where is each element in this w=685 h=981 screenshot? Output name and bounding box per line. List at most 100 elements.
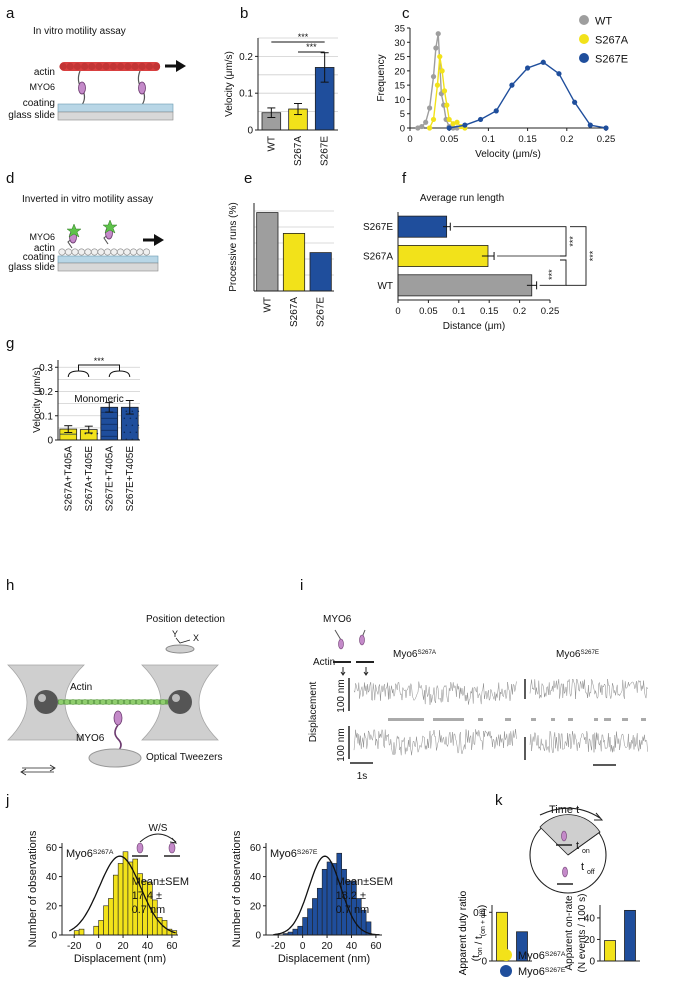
- myo6-head: [136, 842, 144, 854]
- actin-subunit: [58, 699, 64, 705]
- histogram-bar: [326, 861, 333, 936]
- tick-label-x: -20: [271, 941, 286, 952]
- legend-label-S267A: S267A: [595, 35, 629, 47]
- bead-right: [168, 690, 192, 714]
- tick-label-y: 60: [250, 843, 262, 854]
- axes-icon: [175, 637, 191, 644]
- actin-subunit: [76, 699, 82, 705]
- data-point-S267E: [587, 122, 593, 128]
- actin-subunit: [88, 62, 96, 71]
- trace-label-s267e: Myo6S267E: [556, 649, 599, 661]
- actin-subunit: [153, 62, 161, 71]
- tick-label-y: 0.1: [239, 89, 253, 100]
- actin-subunit: [136, 699, 142, 705]
- label-y-axis: Y: [172, 629, 178, 639]
- star-icon: [66, 223, 82, 238]
- tick-label-y: 15: [394, 81, 405, 92]
- coating-layer: [57, 255, 159, 264]
- tick-label-x: 0.2: [513, 306, 526, 317]
- histogram-bar: [312, 898, 318, 936]
- gaussian-fit-line: [273, 855, 380, 936]
- histogram-bar: [297, 925, 303, 936]
- data-point-S267E: [493, 108, 499, 114]
- annotation-mean-sem: Mean±SEM: [132, 876, 189, 888]
- tick-label-category: S267E+T405E: [125, 446, 136, 512]
- panel-letter-f: f: [402, 170, 407, 187]
- tick-label-category: S267A: [293, 136, 304, 166]
- tick-label-category: S267E: [320, 136, 331, 166]
- tick-label-category: WT: [262, 297, 273, 313]
- tick-label-category: S267E: [363, 222, 393, 233]
- tick-label-x: 0: [395, 306, 400, 317]
- motion-arrow: [22, 767, 54, 773]
- actin-subunit: [154, 699, 160, 705]
- histogram-bar: [117, 863, 124, 936]
- panel-letter-g: g: [6, 335, 14, 352]
- tick-label-y: 5: [400, 109, 405, 120]
- tick-label-x: -20: [67, 941, 82, 952]
- label-time: Time t: [549, 804, 579, 816]
- tick-label-category: S267A: [289, 297, 300, 327]
- actin-subunit: [100, 699, 106, 705]
- tick-label-x: 0.2: [560, 134, 573, 145]
- myo6-head: [338, 638, 344, 650]
- panel-letter-d: d: [6, 170, 14, 187]
- actin-subunit: [88, 699, 94, 705]
- bar-WT: [397, 274, 533, 297]
- tick-label-category: WT: [266, 136, 277, 152]
- bead-left: [34, 690, 58, 714]
- tick-label-x: 40: [346, 941, 358, 952]
- significance-bracket: [566, 226, 587, 286]
- tick-label-x: 0: [407, 134, 412, 145]
- actin-subunit: [124, 62, 132, 71]
- bar-dot: [96, 432, 99, 435]
- data-point-S267A: [427, 125, 433, 131]
- histogram-bar: [108, 898, 114, 936]
- actin-subunit: [145, 62, 153, 71]
- tick-label-x: 0: [96, 941, 102, 952]
- bar-dot: [137, 410, 140, 413]
- scale-label: 100 nm: [336, 728, 347, 761]
- tick-label-x: 0.15: [518, 134, 537, 145]
- histogram-bar: [316, 887, 323, 936]
- axis-title-y: Velocity (μm/s): [224, 51, 235, 117]
- tick-label-category: S267A+T405A: [63, 446, 74, 512]
- bar-S267E: [397, 215, 448, 238]
- histogram-bar: [78, 928, 85, 936]
- label-position-detection: Position detection: [146, 614, 225, 625]
- label-myo6: MYO6: [29, 232, 55, 242]
- bar-S267A: [604, 940, 616, 962]
- axis-title-y-units: (N events / 100 s): [577, 894, 588, 973]
- actin-subunit: [84, 248, 92, 256]
- tick-label-y: 40: [250, 872, 262, 883]
- actin-subunit: [112, 699, 118, 705]
- tick-label-x: 60: [166, 941, 178, 952]
- tick-label-y: 40: [46, 872, 58, 883]
- actin-subunit: [117, 248, 125, 256]
- panel-letter-b: b: [240, 5, 248, 22]
- legend-label-S267E: Myo6S267E: [518, 966, 566, 978]
- scale-label: 100 nm: [336, 679, 347, 712]
- axis-title-y: Apparent on-rate: [564, 895, 575, 970]
- myo6-head: [359, 634, 365, 646]
- significance-label: ***: [568, 236, 578, 247]
- bar-dot: [123, 417, 126, 420]
- data-point-S267A: [437, 53, 443, 60]
- chart-title: Myo6S267E: [270, 848, 318, 860]
- actin-subunit: [73, 62, 81, 71]
- chart-title: Average run length: [420, 193, 504, 204]
- tick-label-x: 60: [370, 941, 382, 952]
- axis-title-y: Apparent duty ratio: [458, 890, 469, 975]
- tick-label-y: 0: [51, 931, 57, 942]
- tick-label-y: 20: [584, 935, 596, 946]
- tick-label-y: 0: [400, 124, 405, 135]
- significance-label: ***: [298, 32, 309, 42]
- tick-label-category: WT: [377, 281, 393, 292]
- label-glass-slide: glass slide: [8, 110, 55, 121]
- data-point-S267E: [572, 99, 578, 105]
- data-point-S267E: [603, 125, 609, 131]
- bar-S267E: [309, 252, 332, 292]
- coating-layer: [57, 103, 174, 113]
- actin-subunit: [81, 62, 89, 71]
- data-point-S267A: [446, 116, 452, 123]
